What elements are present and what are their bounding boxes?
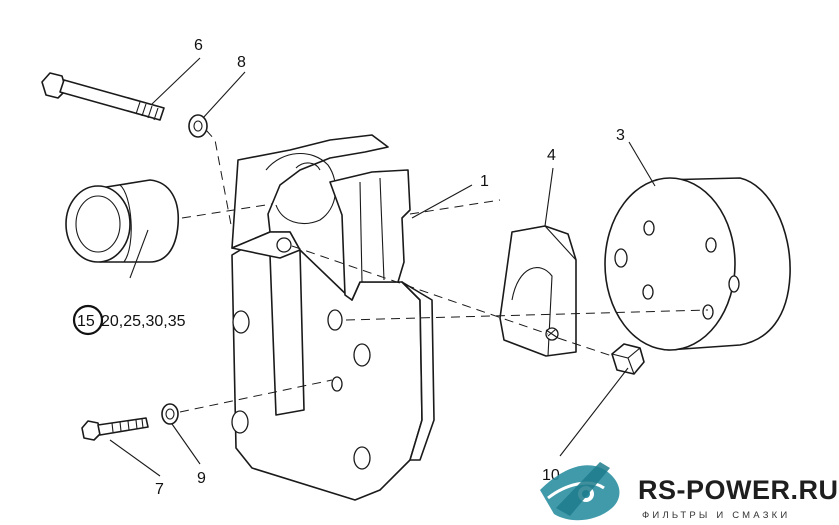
watermark: RS-POWER.RU ФИЛЬТРЫ И СМАЗКИ	[540, 462, 839, 521]
brand-tagline: ФИЛЬТРЫ И СМАЗКИ	[642, 510, 790, 521]
callout-3: 3	[616, 127, 625, 144]
callout-8: 8	[237, 54, 246, 71]
assembly-lines	[179, 129, 709, 413]
bolt-hole	[232, 310, 250, 334]
bolt-hole	[327, 309, 343, 331]
callouts: 1 3 4 6 7 8 9 10 15 20,25,30,35	[72, 37, 625, 498]
rs-power-logo-icon	[540, 462, 620, 521]
part-6-bolt	[41, 72, 165, 121]
bolt-hole	[353, 343, 371, 367]
callout-15-circle	[72, 304, 104, 336]
part-9-washer	[161, 403, 179, 425]
part-3-disc	[604, 177, 791, 351]
bolt-hole	[331, 376, 343, 392]
callout-1: 1	[480, 173, 489, 190]
brand-name: RS-POWER.RU	[638, 475, 839, 505]
callout-15: 15	[77, 313, 95, 330]
callout-6: 6	[194, 37, 203, 54]
bolt-hole	[353, 446, 371, 470]
callout-7: 7	[155, 481, 164, 498]
part-4-clamp	[499, 225, 577, 357]
part-15-bushing	[65, 179, 180, 263]
callout-15-sizes: 20,25,30,35	[101, 313, 186, 330]
bolt-hole	[231, 410, 249, 434]
part-8-washer	[188, 114, 208, 138]
part-1-bracket	[231, 134, 435, 501]
callout-4: 4	[547, 147, 556, 164]
part-10-nut	[611, 343, 645, 375]
callout-9: 9	[197, 470, 206, 487]
part-7-bolt	[81, 417, 149, 441]
leader-lines	[109, 57, 656, 477]
